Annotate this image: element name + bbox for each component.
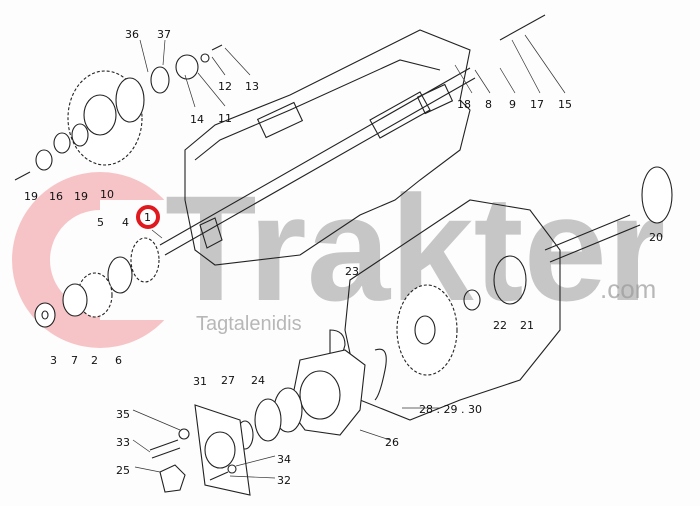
part-label: 14 [190,113,204,126]
part-label: 20 [649,231,663,244]
part-label: 15 [558,98,572,111]
upper-housing [184,29,471,266]
part-label: 8 [485,98,492,111]
part-label: 31 [193,375,207,388]
part-label: 35 [116,408,130,421]
part-label: 37 [157,28,171,41]
part-label: 4 [122,216,129,229]
cover-assembly [149,329,387,496]
part-label: 23 [345,265,359,278]
part-label: 26 [385,436,399,449]
part-label: 28 . 29 . 30 [419,403,482,416]
part-label: 3 [50,354,57,367]
part-label: 19 [24,190,38,203]
part-label-1: 1 [144,211,151,224]
part-label: 5 [97,216,104,229]
part-label: 2 [91,354,98,367]
part-label: 25 [116,464,130,477]
part-label: 13 [245,80,259,93]
watermark-suffix: .com [600,274,656,304]
highlighted-part-1[interactable]: 1 [136,205,160,229]
part-label: 34 [277,453,291,466]
part-label: 11 [218,112,232,125]
part-label: 17 [530,98,544,111]
main-shaft [159,14,546,256]
part-labels: 36 37 12 13 14 11 19 16 19 10 5 4 1 18 8… [24,28,663,487]
part-label: 19 [74,190,88,203]
gear-cluster-2-7 [34,237,160,328]
watermark-subtitle: Tagtalenidis [196,313,302,335]
part-label: 27 [221,374,235,387]
part-label: 12 [218,80,232,93]
pinion-shaft-20 [544,166,673,263]
highlight-ring [136,205,160,229]
part-label: 10 [100,188,114,201]
part-label: 9 [509,98,516,111]
part-label: 18 [457,98,471,111]
gear-10 [14,44,223,181]
part-label: 21 [520,319,534,332]
part-label: 22 [493,319,507,332]
part-label: 36 [125,28,139,41]
leader-lines [132,34,566,479]
part-label: 7 [71,354,78,367]
part-label: 24 [251,374,265,387]
part-label: 6 [115,354,122,367]
part-label: 33 [116,436,130,449]
part-label: 16 [49,190,63,203]
part-label: 32 [277,474,291,487]
